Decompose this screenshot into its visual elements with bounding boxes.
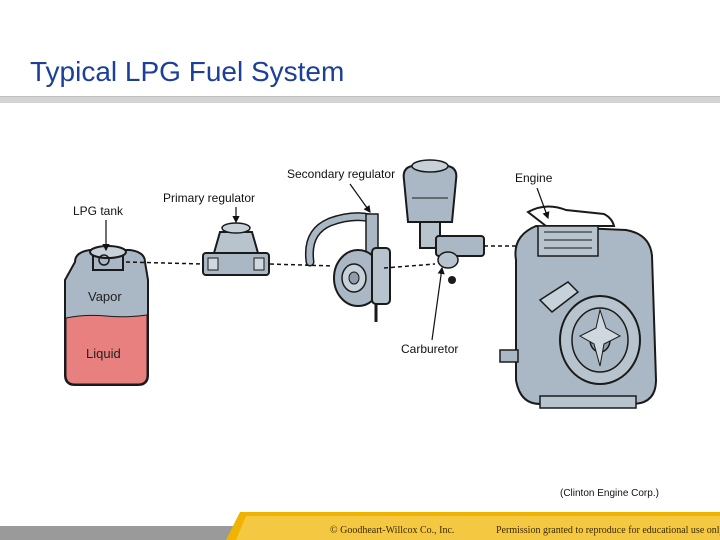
fuel-line-primary-to-secondary — [269, 263, 334, 267]
fuel-line-secondary-to-carburetor — [383, 263, 436, 269]
title-divider — [0, 97, 720, 103]
footer-permission: Permission granted to reproduce for educ… — [496, 525, 720, 536]
footer-band — [0, 512, 720, 540]
tank-liquid — [65, 314, 148, 385]
secondary-regulator-leader — [349, 183, 371, 213]
vapor-label: Vapor — [88, 289, 122, 304]
carburetor — [402, 159, 485, 284]
fuel-line-tank-to-primary — [125, 261, 204, 265]
liquid-label: Liquid — [86, 346, 121, 361]
secondary-regulator-label: Secondary regulator — [287, 167, 395, 181]
lpg-tank: Vapor Liquid — [64, 245, 149, 386]
primary-regulator-label: Primary regulator — [163, 191, 255, 205]
primary-regulator — [202, 222, 270, 276]
carburetor-leader — [431, 266, 445, 341]
slide-title: Typical LPG Fuel System — [30, 56, 345, 87]
lpg-tank-label: LPG tank — [73, 204, 124, 218]
secondary-regulator — [304, 212, 391, 322]
image-credit: (Clinton Engine Corp.) — [560, 488, 659, 499]
engine — [499, 205, 658, 409]
title-divider-line — [0, 96, 720, 97]
footer-copyright: © Goodheart-Willcox Co., Inc. — [330, 525, 455, 536]
engine-leader — [536, 187, 550, 220]
carburetor-label: Carburetor — [401, 342, 458, 356]
engine-label: Engine — [515, 171, 553, 185]
